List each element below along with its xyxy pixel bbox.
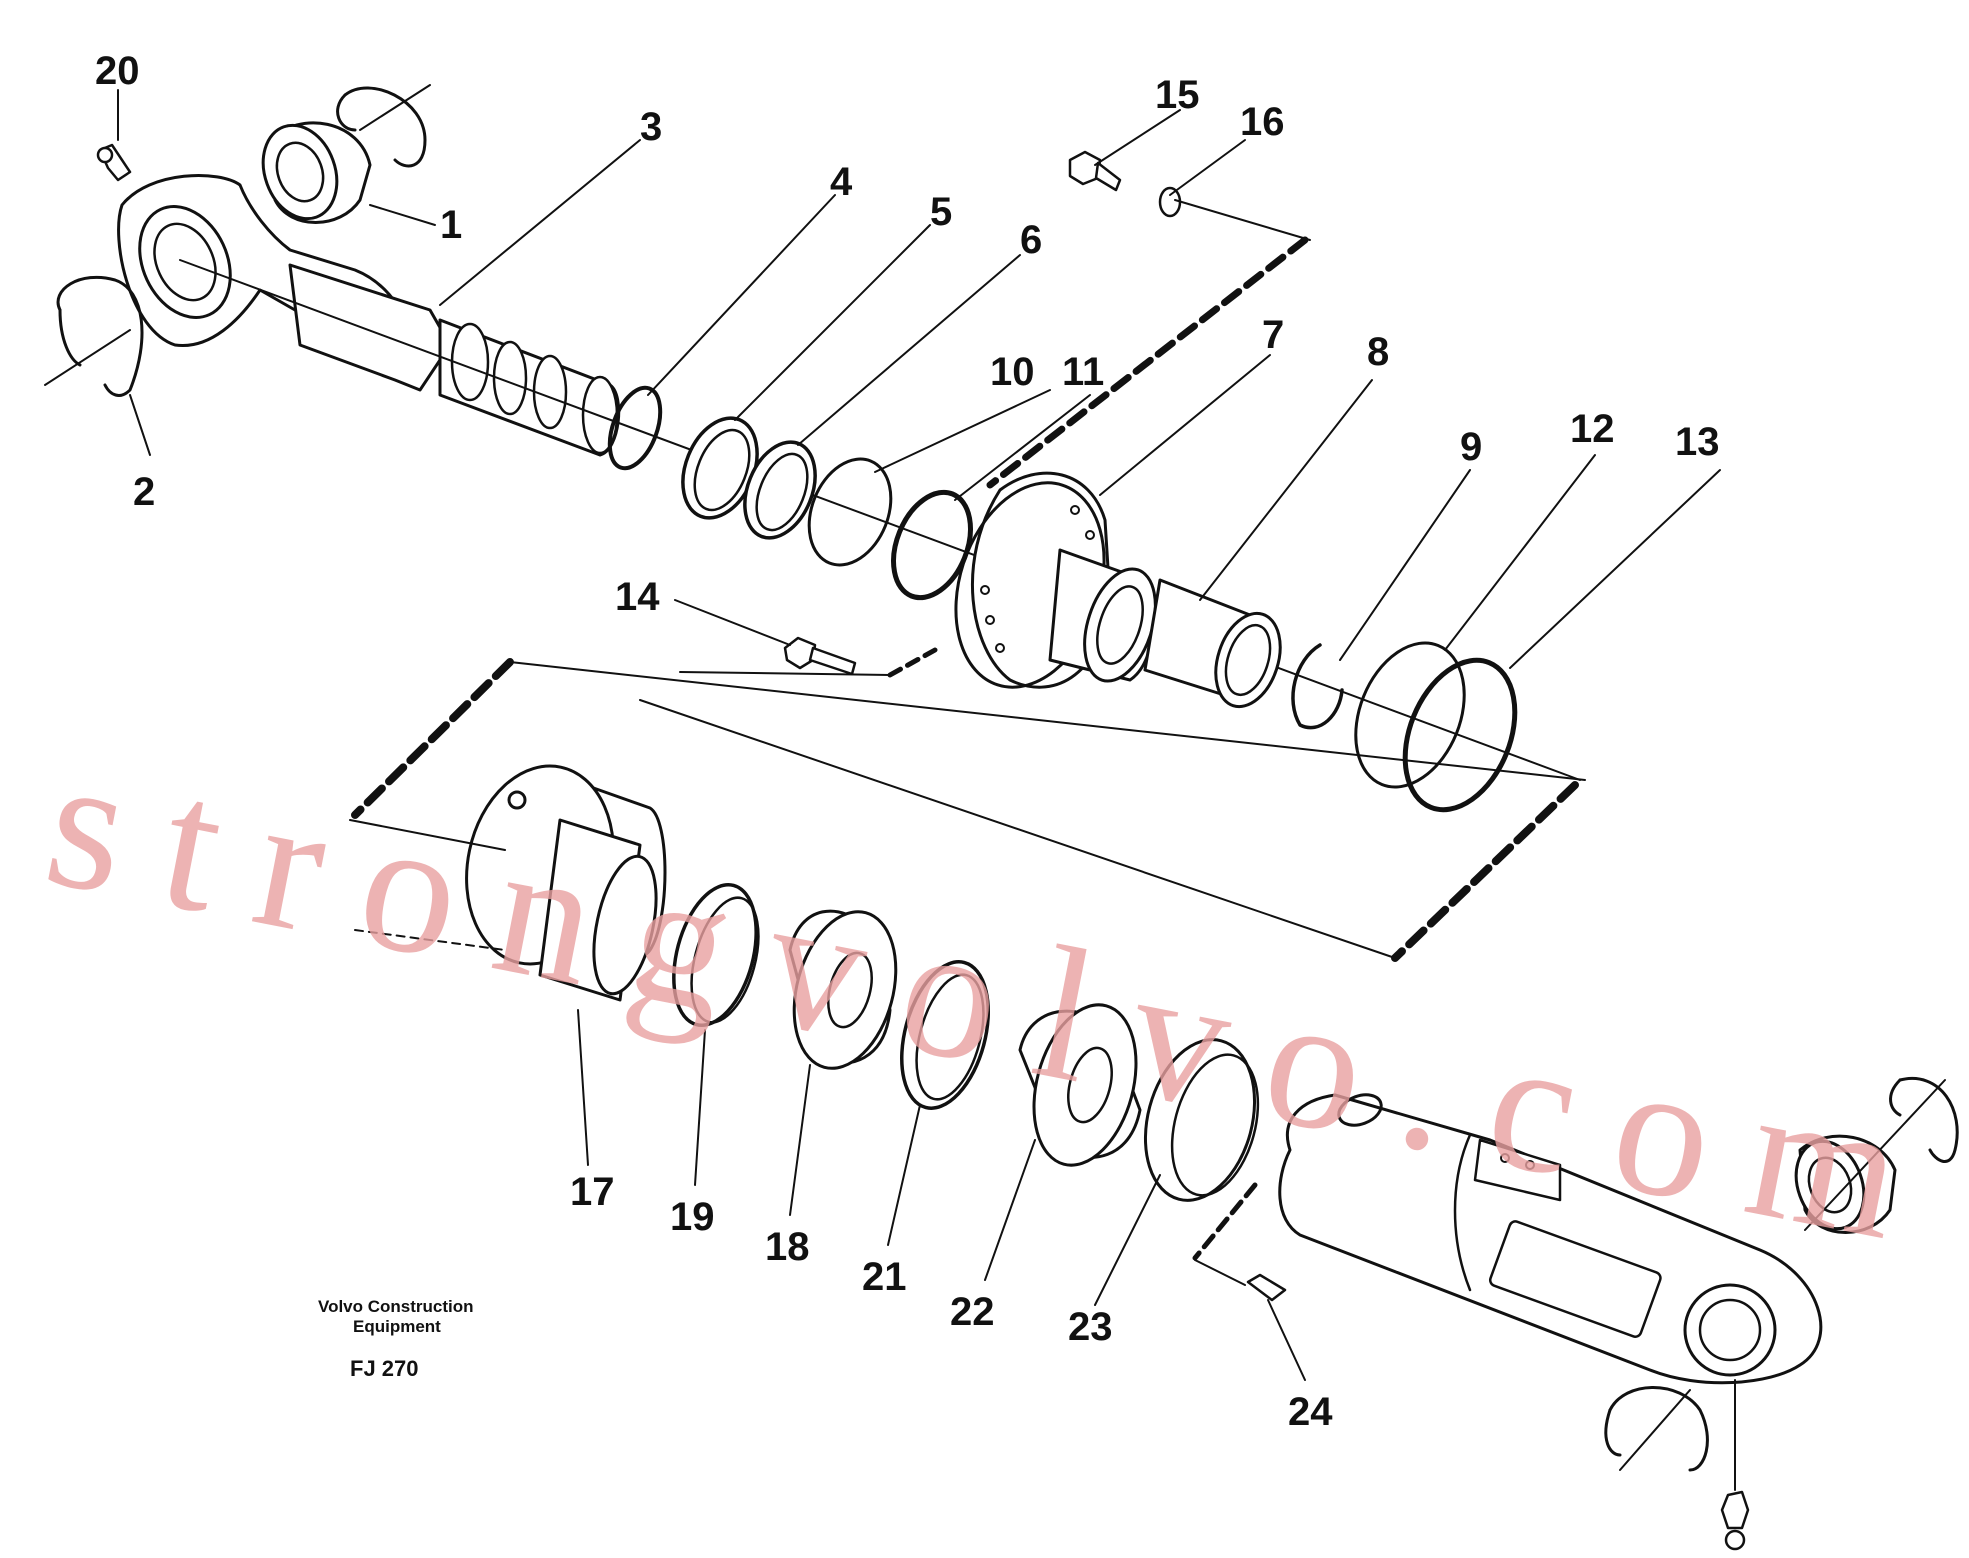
callout-14: 14 <box>615 575 660 619</box>
seal-ring-part-19 <box>672 883 760 1027</box>
piston-ring-part-22 <box>1018 1003 1142 1167</box>
cylinder-head-part-7 <box>954 471 1157 689</box>
callout-8: 8 <box>1367 330 1389 374</box>
callout-7: 7 <box>1262 313 1284 357</box>
callout-5: 5 <box>930 190 952 234</box>
backup-ring-part-10 <box>807 457 893 567</box>
callout-22: 22 <box>950 1290 995 1334</box>
caption-line-1: Volvo Construction <box>318 1297 474 1316</box>
screw-part-15 <box>1068 150 1122 192</box>
callout-21: 21 <box>862 1255 907 1299</box>
assembly-outline-bottom <box>351 658 1586 1286</box>
seal-ring-part-12 <box>1354 641 1466 789</box>
retaining-ring-bottom <box>1604 1386 1709 1472</box>
retaining-ring-top-part <box>336 84 431 168</box>
callout-labels: 20 1 2 3 4 5 6 10 11 7 8 9 12 13 14 15 1… <box>95 49 1720 1434</box>
retaining-ring-bottom-right <box>1804 1077 1959 1231</box>
caption-line-2: Equipment <box>353 1317 441 1336</box>
seal-ring-part-6 <box>743 440 817 540</box>
callout-6: 6 <box>1020 218 1042 262</box>
set-screw-part-24 <box>1246 1273 1287 1302</box>
caption-block: Volvo Construction Equipment FJ 270 <box>318 1297 474 1381</box>
callout-11: 11 <box>1062 350 1104 394</box>
retaining-ring-part-2 <box>44 275 144 397</box>
callout-3: 3 <box>640 105 662 149</box>
grease-nipple-bottom <box>1720 1379 1750 1551</box>
bearing-bushing-part-1 <box>261 121 372 224</box>
callout-20: 20 <box>95 49 140 93</box>
piston-seal-part-18 <box>788 909 898 1070</box>
callout-4: 4 <box>830 160 853 204</box>
grease-nipple-part-20 <box>96 143 132 182</box>
seal-ring-part-4 <box>607 385 663 471</box>
watermark: strongvolvo.com <box>32 715 1918 1280</box>
piston-rod-part-3 <box>117 174 1581 781</box>
seal-ring-part-13 <box>1402 657 1518 813</box>
seal-ring-part-21 <box>900 960 990 1110</box>
callout-9: 9 <box>1460 425 1482 469</box>
callout-13: 13 <box>1675 420 1720 464</box>
callout-24: 24 <box>1288 1390 1333 1434</box>
callout-15: 15 <box>1155 73 1200 117</box>
screw-part-14 <box>783 636 857 676</box>
callout-18: 18 <box>765 1225 810 1269</box>
callout-23: 23 <box>1068 1305 1113 1349</box>
callout-16: 16 <box>1240 100 1285 144</box>
assembly-outline-top <box>679 199 1311 678</box>
guide-bushing-part-8 <box>1143 578 1282 709</box>
callout-10: 10 <box>990 350 1035 394</box>
callout-2: 2 <box>133 470 155 514</box>
callout-12: 12 <box>1570 407 1615 451</box>
cylinder-tube-part <box>1278 1093 1823 1385</box>
leader-lines <box>117 89 1721 1381</box>
callout-19: 19 <box>670 1195 715 1239</box>
retaining-ring-part-9 <box>1291 643 1344 730</box>
wear-ring-part-23 <box>1143 1038 1260 1202</box>
callout-17: 17 <box>570 1170 615 1214</box>
drawing-code: FJ 270 <box>350 1356 419 1381</box>
piston-part-17 <box>349 764 667 1002</box>
washer-part-16 <box>1158 186 1182 218</box>
callout-1: 1 <box>440 203 462 247</box>
